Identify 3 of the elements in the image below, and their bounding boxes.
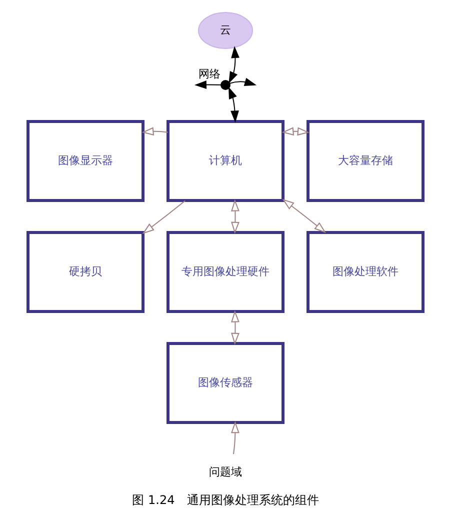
caption: 图 1.24 通用图像处理系统的组件 [132, 493, 318, 508]
node-text: 问题域 [208, 465, 242, 478]
node-label: 网络 [198, 67, 220, 80]
